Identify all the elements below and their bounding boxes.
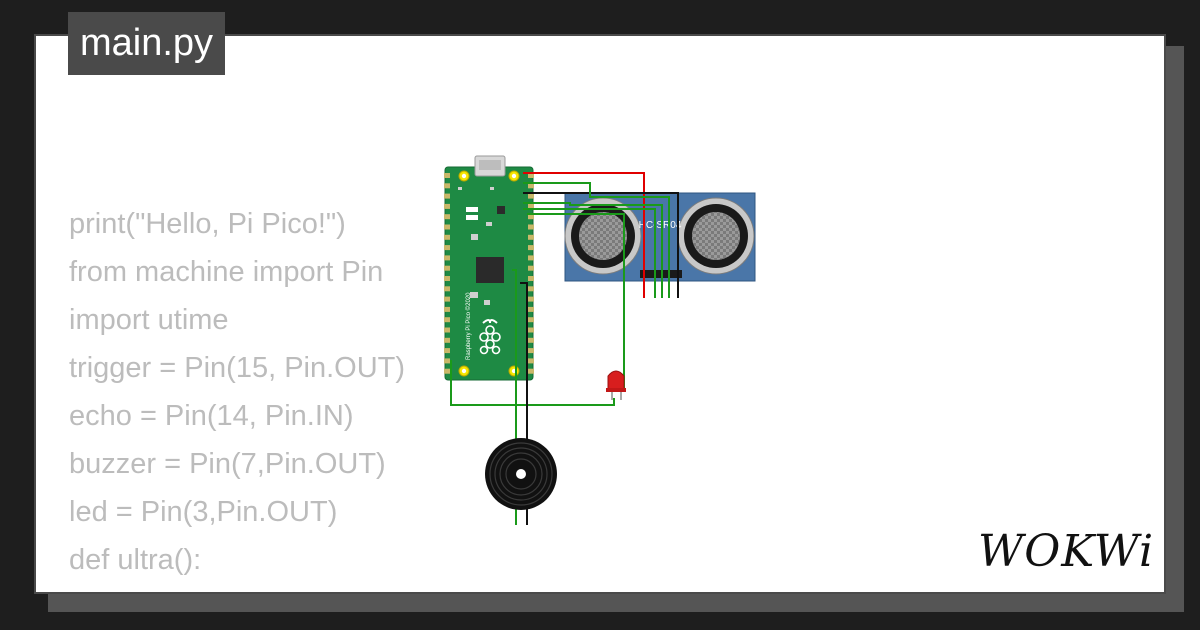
pico-pin (528, 348, 534, 354)
pico-pin (444, 368, 450, 374)
code-line: print("Hello, Pi Pico!") (69, 208, 346, 240)
pico-label: Raspberry Pi Pico ©2020 (465, 292, 472, 360)
pico-pin (444, 306, 450, 312)
pico-pin (528, 183, 534, 189)
code-line: from machine import Pin (69, 256, 384, 288)
pico-pin (444, 203, 450, 209)
pico-pin (444, 224, 450, 230)
sensor-label: HC-SR04 (639, 220, 682, 231)
code-line: import utime (69, 304, 229, 336)
pico-pin (444, 265, 450, 271)
pico-pin (444, 255, 450, 261)
wokwi-logo-text: WOKWi (978, 526, 1152, 576)
pico-pin (528, 368, 534, 374)
pico-pin (528, 224, 534, 230)
code-line: def ultra(): (69, 544, 202, 576)
pico-pin (444, 358, 450, 364)
pico-pin (444, 296, 450, 302)
wire-gnd (523, 192, 679, 298)
ultrasonic-sensor-hc-sr04[interactable]: HC-SR04 (564, 192, 756, 282)
pico-pin (528, 203, 534, 209)
pico-pin (528, 327, 534, 333)
pico-pin (528, 173, 534, 178)
code-line: trigger = Pin(15, Pin.OUT) (69, 352, 406, 384)
code-line: echo = Pin(14, Pin.IN) (69, 400, 354, 432)
pico-pin (528, 214, 534, 220)
raspberry-pi-pico[interactable]: Raspberry Pi Pico ©2020 (444, 155, 534, 381)
pico-pin (444, 245, 450, 251)
wire-misc-1 (523, 208, 656, 298)
wire-led-return (450, 360, 615, 406)
pico-pin (444, 348, 450, 354)
pico-pin (444, 317, 450, 323)
file-tab-main-py[interactable]: main.py (68, 12, 226, 75)
pico-pin (444, 276, 450, 281)
simulation-canvas[interactable]: print("Hello, Pi Pico!") from machine im… (34, 34, 1166, 594)
raspberry-logo-icon (479, 319, 501, 355)
pico-pin (528, 245, 534, 251)
red-led[interactable] (606, 370, 626, 400)
pico-pin (528, 286, 534, 292)
wire-echo (523, 202, 663, 298)
pico-pin (444, 173, 450, 178)
pico-pin (444, 183, 450, 189)
code-preview: print("Hello, Pi Pico!") from machine im… (69, 200, 406, 592)
pico-pin (444, 193, 450, 199)
pico-pin (444, 234, 450, 240)
wire-trigger (523, 182, 670, 298)
pico-pin (528, 276, 534, 281)
pico-pin (528, 193, 534, 199)
pico-pin (444, 327, 450, 333)
pico-pin (528, 337, 534, 343)
pico-pin (528, 306, 534, 312)
pico-pin (528, 255, 534, 261)
pico-pin (444, 337, 450, 343)
wokwi-logo: WOKWi (978, 526, 1152, 576)
code-line: led = Pin(3,Pin.OUT) (69, 496, 338, 528)
wire-vcc (523, 172, 645, 298)
pico-pin (528, 296, 534, 302)
pico-pin (528, 265, 534, 271)
pico-pin (444, 214, 450, 220)
code-line: buzzer = Pin(7,Pin.OUT) (69, 448, 386, 480)
pico-pin (528, 358, 534, 364)
piezo-buzzer[interactable] (485, 438, 557, 510)
pico-pin (528, 317, 534, 323)
pico-pin (528, 234, 534, 240)
pico-pin (444, 286, 450, 292)
wire-led (527, 213, 625, 392)
pico-pins-left (444, 173, 450, 374)
pico-pins-right (528, 173, 534, 374)
